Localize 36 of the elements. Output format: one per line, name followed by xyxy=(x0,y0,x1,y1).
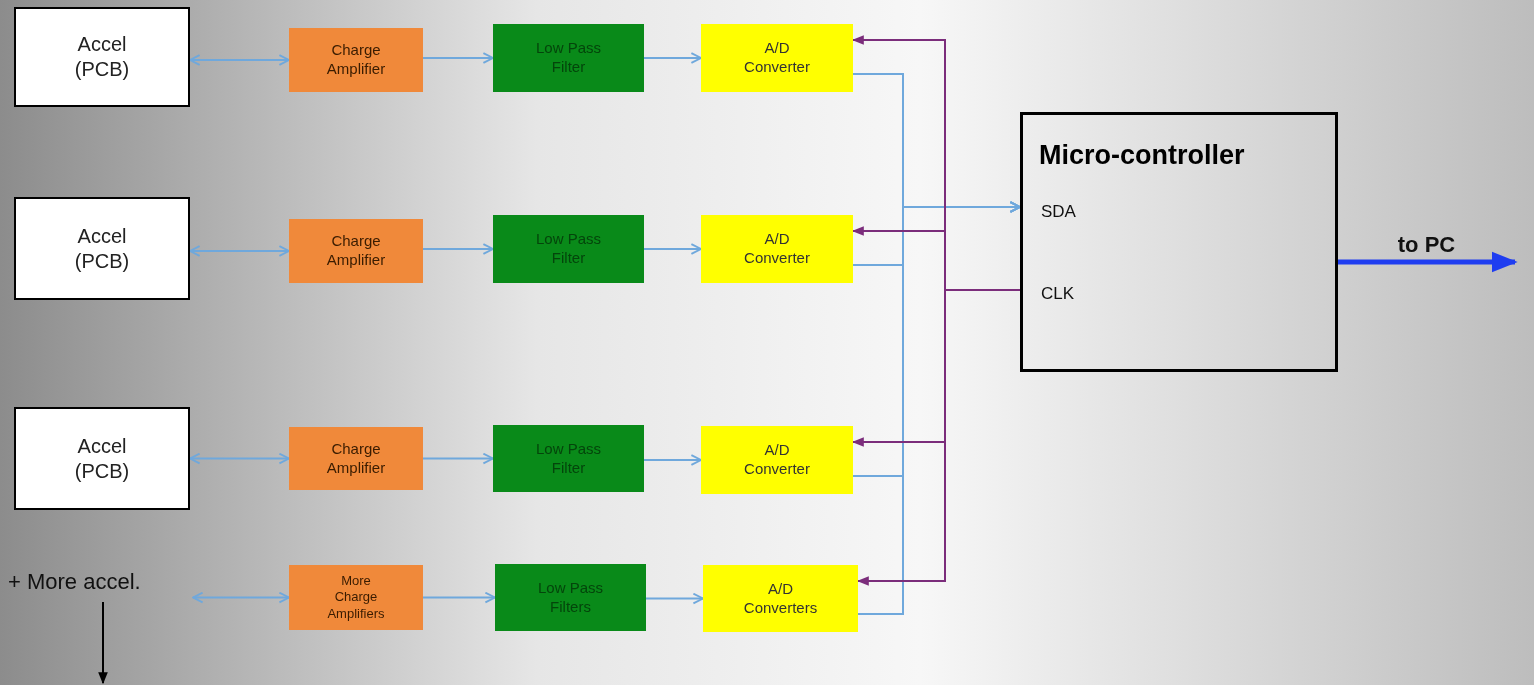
connector-arrow xyxy=(645,592,704,605)
filter-box: Low Pass Filter xyxy=(493,215,644,283)
pin-label: CLK xyxy=(1041,283,1075,305)
converter-box: A/D Converter xyxy=(701,24,853,92)
connector-arrow xyxy=(422,452,494,465)
converter-box: A/D Converter xyxy=(701,215,853,283)
pin-label: SDA xyxy=(1041,201,1076,223)
amplifier-box: Charge Amplifier xyxy=(289,427,423,490)
connector-arrow xyxy=(857,201,1021,615)
filter-box: Low Pass Filter xyxy=(493,24,644,92)
connector-arrow xyxy=(422,243,494,255)
edge-label: to PC xyxy=(1396,231,1457,259)
connector-arrow xyxy=(189,54,290,66)
connector-arrow xyxy=(192,591,290,604)
node-text: + More accel. xyxy=(8,568,193,598)
amplifier-box: More Charge Amplifiers xyxy=(289,565,423,630)
converter-box: A/D Converter xyxy=(701,426,853,494)
connector-arrow xyxy=(189,452,290,465)
connector-arrow xyxy=(1338,251,1518,273)
accelerometer-box: Accel (PCB) xyxy=(14,407,190,510)
connector-arrow xyxy=(422,52,494,64)
connector-arrow xyxy=(643,243,702,255)
connector-arrow xyxy=(189,245,290,257)
connector-arrow xyxy=(98,601,108,685)
box-title: Micro-controller xyxy=(1039,139,1245,172)
connector-arrow xyxy=(643,454,702,466)
microcontroller-box xyxy=(1020,112,1338,372)
connector-arrow xyxy=(422,591,496,604)
filter-box: Low Pass Filter xyxy=(493,425,644,492)
amplifier-box: Charge Amplifier xyxy=(289,28,423,92)
accelerometer-box: Accel (PCB) xyxy=(14,197,190,300)
amplifier-box: Charge Amplifier xyxy=(289,219,423,283)
accelerometer-box: Accel (PCB) xyxy=(14,7,190,107)
filter-box: Low Pass Filters xyxy=(495,564,646,631)
converter-box: A/D Converters xyxy=(703,565,858,632)
connector-arrow xyxy=(643,52,702,64)
